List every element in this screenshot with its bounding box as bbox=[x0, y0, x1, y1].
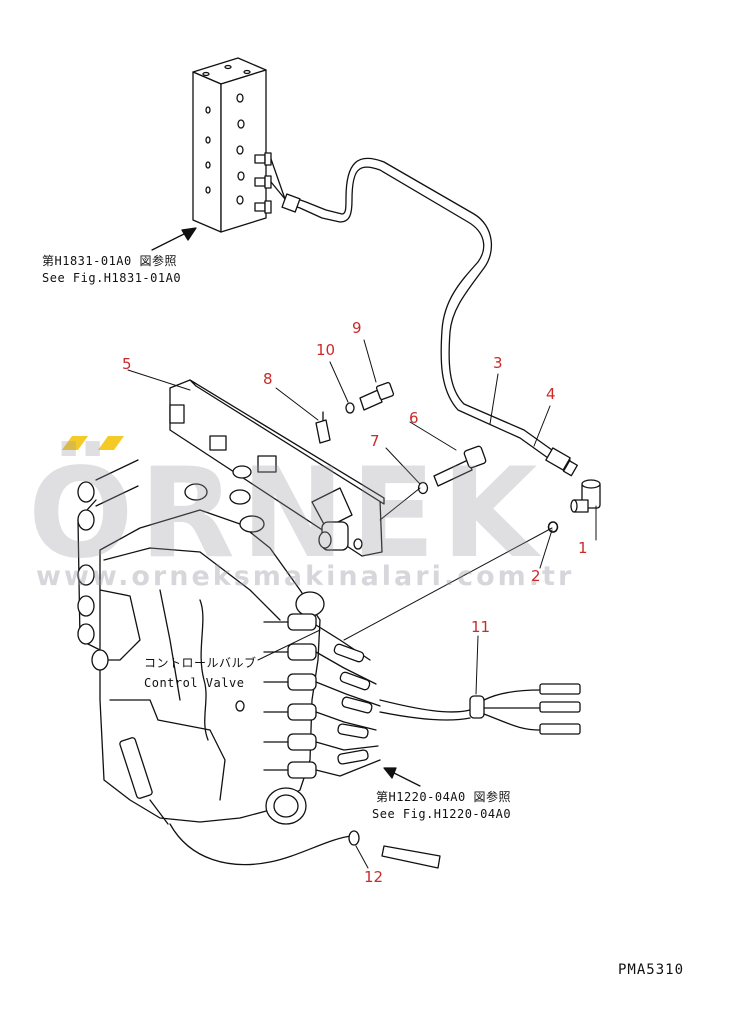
control-valve-en: Control Valve bbox=[144, 676, 245, 690]
drain-tube bbox=[169, 823, 441, 869]
leader-lines bbox=[127, 339, 597, 869]
ref-top-en: See Fig.H1831-01A0 bbox=[42, 271, 182, 285]
part-number-9: 9 bbox=[352, 319, 362, 337]
watermark-accent-icon bbox=[62, 436, 124, 450]
washer-7 bbox=[417, 481, 429, 495]
part-number-11: 11 bbox=[471, 618, 491, 636]
bolt-9 bbox=[359, 381, 395, 411]
o-ring bbox=[547, 521, 559, 533]
watermark-url: www.orneksmakinalari.com.tr bbox=[36, 561, 575, 592]
part-number-4: 4 bbox=[546, 385, 556, 403]
ref-top-jp: 第H1831-01A0 図参照 bbox=[42, 254, 177, 268]
pilot-hose bbox=[281, 157, 578, 477]
reference-arrows bbox=[151, 227, 421, 787]
bolt-6 bbox=[433, 445, 487, 487]
part-number-12: 12 bbox=[364, 868, 384, 886]
part-number-7: 7 bbox=[370, 432, 380, 450]
control-valve bbox=[77, 459, 381, 825]
ref-bottom-jp: 第H1220-04A0 図参照 bbox=[376, 790, 511, 804]
bracket-plate bbox=[169, 379, 385, 557]
clamp bbox=[315, 411, 331, 444]
part-number-2: 2 bbox=[531, 567, 541, 585]
part-number-6: 6 bbox=[409, 409, 419, 427]
part-number-10: 10 bbox=[316, 341, 336, 359]
watermark-brand: ÖRNEK bbox=[28, 442, 544, 586]
part-number-8: 8 bbox=[263, 370, 273, 388]
control-valve-jp: コントロールバルブ bbox=[144, 656, 257, 670]
elbow-fitting bbox=[570, 479, 601, 513]
manifold-block bbox=[192, 57, 286, 233]
drawing-code: PMA5310 bbox=[618, 962, 685, 978]
ref-bottom-en: See Fig.H1220-04A0 bbox=[372, 807, 512, 821]
hose-harness bbox=[379, 683, 581, 735]
part-number-1: 1 bbox=[578, 539, 588, 557]
part-number-5: 5 bbox=[122, 355, 132, 373]
part-number-3: 3 bbox=[493, 354, 503, 372]
washer-10 bbox=[345, 402, 355, 414]
